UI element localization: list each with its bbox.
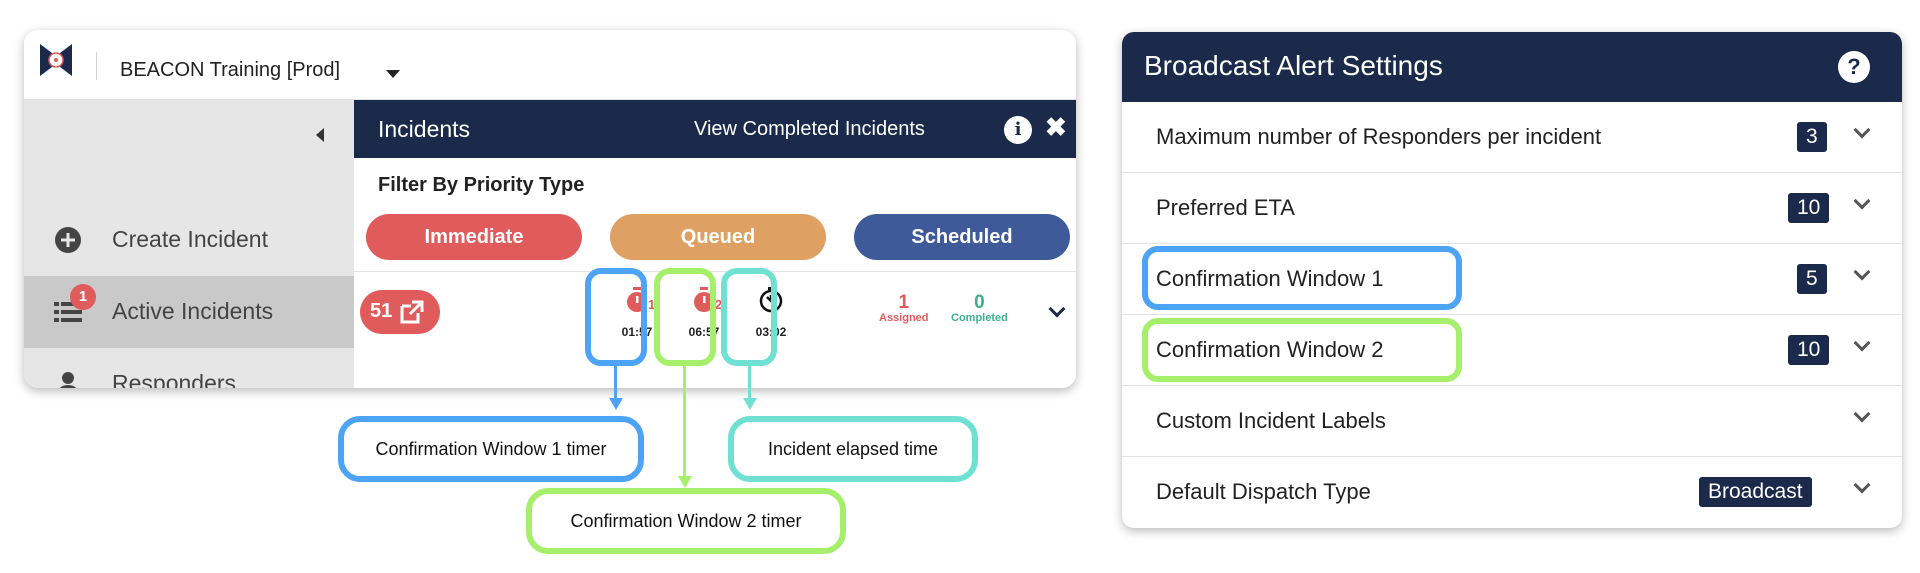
app-top-bar: BEACON Training [Prod]	[24, 30, 1076, 100]
panel-title: Incidents	[378, 116, 471, 142]
callout-text: Incident elapsed time	[767, 439, 939, 459]
info-icon[interactable]: i	[1004, 116, 1032, 144]
setting-row-default-dispatch-type[interactable]: Default Dispatch Type Broadcast	[1122, 457, 1902, 528]
incident-app-window: BEACON Training [Prod] Create Incident 1…	[24, 30, 1076, 388]
settings-header: Broadcast Alert Settings ?	[1122, 32, 1902, 102]
cw1-timer-callout: Confirmation Window 1 timer	[338, 416, 644, 482]
callout-text: Confirmation Window 2 timer	[570, 511, 802, 531]
chevron-down-icon[interactable]	[1853, 476, 1871, 494]
org-dropdown-caret-icon[interactable]	[386, 70, 400, 78]
cw1-setting-highlight	[1142, 246, 1462, 310]
timer-value: 03:02	[755, 325, 787, 339]
chevron-down-icon[interactable]	[1853, 121, 1871, 139]
sidebar-item-responders[interactable]: Responders	[24, 348, 354, 388]
filter-by-priority-label: Filter By Priority Type	[378, 174, 585, 196]
setting-label: Custom Incident Labels	[1156, 408, 1386, 433]
chevron-down-icon[interactable]	[1853, 334, 1871, 352]
cw2-arrow-head	[678, 476, 692, 488]
external-link-icon	[400, 300, 424, 324]
help-icon[interactable]: ?	[1838, 51, 1870, 83]
close-icon[interactable]: ✖	[1045, 112, 1067, 142]
sidebar: Create Incident 1 Active Incidents Respo…	[24, 100, 354, 388]
callout-text: Confirmation Window 1 timer	[375, 439, 607, 459]
timer-index: 2	[715, 297, 723, 312]
setting-label: Confirmation Window 2	[1156, 337, 1384, 362]
setting-label: Confirmation Window 1	[1156, 266, 1384, 291]
collapse-sidebar-icon[interactable]	[316, 128, 324, 142]
setting-value-badge: 10	[1788, 193, 1830, 223]
setting-label: Maximum number of Responders per inciden…	[1156, 124, 1602, 149]
elapsed-arrow-head	[743, 398, 757, 410]
cw2-timer-highlight	[654, 268, 716, 366]
filter-queued-button[interactable]: Queued	[610, 214, 826, 260]
assigned-count: 1 Assigned	[879, 292, 929, 324]
chevron-down-icon[interactable]	[1853, 263, 1871, 281]
setting-value-badge: 5	[1797, 264, 1827, 294]
incident-number-button[interactable]: 51	[360, 290, 440, 334]
plus-circle-icon	[55, 227, 81, 253]
person-icon	[59, 372, 77, 388]
assigned-label: Assigned	[879, 312, 929, 324]
completed-number: 0	[974, 292, 985, 313]
cw2-timer-callout: Confirmation Window 2 timer	[526, 488, 846, 554]
setting-row-custom-incident-labels[interactable]: Custom Incident Labels	[1122, 386, 1902, 457]
cw1-arrow-line	[614, 366, 617, 400]
setting-label: Preferred ETA	[1156, 195, 1295, 220]
incident-number: 51	[370, 300, 393, 322]
top-bar-divider	[96, 52, 97, 80]
cw1-arrow-head	[609, 398, 623, 410]
setting-value-badge: Broadcast	[1699, 477, 1812, 507]
broadcast-alert-settings-card: Broadcast Alert Settings ? Maximum numbe…	[1122, 32, 1902, 528]
timer-index: 1	[648, 297, 656, 312]
setting-row-confirmation-window-2[interactable]: Confirmation Window 2 10	[1122, 315, 1902, 386]
cw1-timer-highlight	[585, 268, 647, 366]
expand-incident-chevron-icon[interactable]	[1048, 300, 1066, 318]
sidebar-item-label: Create Incident	[112, 226, 268, 252]
view-completed-incidents-link[interactable]: View Completed Incidents	[694, 118, 925, 140]
completed-label: Completed	[951, 312, 1008, 324]
stopwatch-icon	[694, 287, 714, 312]
chevron-down-icon[interactable]	[1853, 405, 1871, 423]
row-divider	[354, 271, 1076, 272]
filter-immediate-button[interactable]: Immediate	[366, 214, 582, 260]
cw2-arrow-line	[683, 366, 686, 478]
cw2-setting-highlight	[1142, 318, 1462, 382]
beacon-logo-icon	[40, 44, 72, 76]
chevron-down-icon[interactable]	[1853, 192, 1871, 210]
sidebar-item-label: Active Incidents	[112, 298, 274, 324]
completed-count: 0 Completed	[951, 292, 1008, 324]
setting-row-preferred-eta[interactable]: Preferred ETA 10	[1122, 173, 1902, 244]
setting-row-max-responders[interactable]: Maximum number of Responders per inciden…	[1122, 102, 1902, 173]
settings-title: Broadcast Alert Settings	[1144, 50, 1443, 81]
active-incidents-badge: 1	[70, 284, 96, 310]
elapsed-timer-highlight	[721, 268, 777, 366]
elapsed-arrow-line	[748, 366, 751, 400]
sidebar-item-create-incident[interactable]: Create Incident	[24, 204, 354, 276]
setting-label: Default Dispatch Type	[1156, 479, 1371, 504]
setting-row-confirmation-window-1[interactable]: Confirmation Window 1 5	[1122, 244, 1902, 315]
incidents-panel-header: Incidents View Completed Incidents i ✖	[354, 100, 1076, 158]
setting-value-badge: 3	[1797, 122, 1827, 152]
org-selector-label[interactable]: BEACON Training [Prod]	[120, 59, 341, 81]
assigned-number: 1	[898, 292, 910, 313]
setting-value-badge: 10	[1788, 335, 1830, 365]
sidebar-item-active-incidents[interactable]: 1 Active Incidents	[24, 276, 354, 348]
sidebar-item-label: Responders	[112, 370, 237, 388]
filter-scheduled-button[interactable]: Scheduled	[854, 214, 1070, 260]
elapsed-time-callout: Incident elapsed time	[728, 416, 978, 482]
